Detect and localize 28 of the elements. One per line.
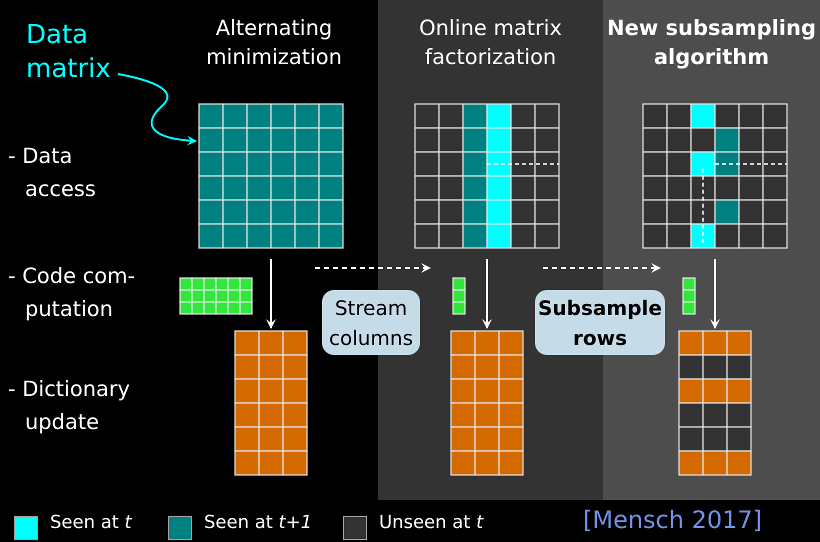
column-heading: New subsampling algorithm <box>606 15 817 71</box>
code-matrix-grid <box>179 277 253 315</box>
dictionary-matrix-grid <box>450 330 524 476</box>
curved-arrow <box>118 73 197 146</box>
citation: [Mensch 2017] <box>583 505 764 536</box>
column-heading: Alternating minimization <box>205 15 343 71</box>
data-matrix-label: Data matrix <box>26 18 136 86</box>
arrow <box>710 259 720 329</box>
legend-label: Seen at t+1 <box>204 512 312 533</box>
data-matrix-grid <box>414 103 560 249</box>
dashed-arrow <box>315 263 431 273</box>
dictionary-matrix-grid <box>234 330 308 476</box>
row-label: - Code com- putation <box>8 263 136 323</box>
legend-label: Seen at t <box>50 512 132 533</box>
data-matrix-grid <box>642 103 788 249</box>
arrow <box>482 259 492 329</box>
dictionary-matrix-grid <box>678 330 752 476</box>
row-label: - Dictionary update <box>8 376 131 436</box>
code-vector-grid <box>682 277 696 315</box>
row-label: - Data access <box>8 143 97 203</box>
code-vector-grid <box>452 277 466 315</box>
arrow <box>266 259 276 329</box>
column-heading: Online matrix factorization <box>418 15 563 71</box>
dashed-arrow <box>543 263 661 273</box>
data-matrix-grid <box>198 103 344 249</box>
callout-label: Subsample rows <box>535 290 665 355</box>
callout-label: Stream columns <box>322 290 420 355</box>
legend-label: Unseen at t <box>379 512 484 533</box>
